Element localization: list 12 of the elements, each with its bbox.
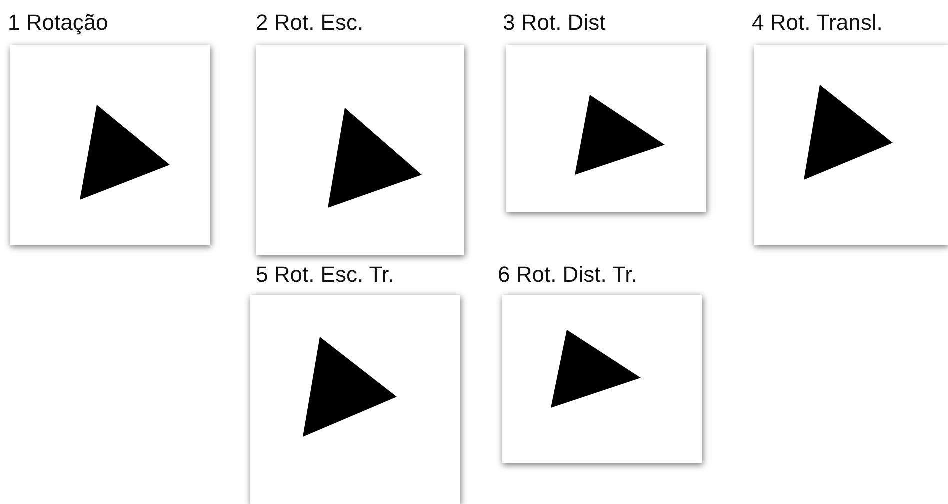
panel-title: 3 Rot. Dist [503, 10, 606, 36]
triangle-shape [551, 330, 641, 408]
panel-title: 1 Rotação [8, 10, 108, 36]
triangle-shape [328, 108, 422, 208]
triangle-shape [303, 337, 397, 437]
panel-title: 6 Rot. Dist. Tr. [498, 262, 638, 288]
triangle-shape [80, 105, 170, 200]
triangle-shape [575, 95, 665, 175]
panel-title: 5 Rot. Esc. Tr. [256, 262, 394, 288]
panel-title: 2 Rot. Esc. [256, 10, 364, 36]
panel-title: 4 Rot. Transl. [752, 10, 883, 36]
triangle-shape [804, 85, 893, 180]
